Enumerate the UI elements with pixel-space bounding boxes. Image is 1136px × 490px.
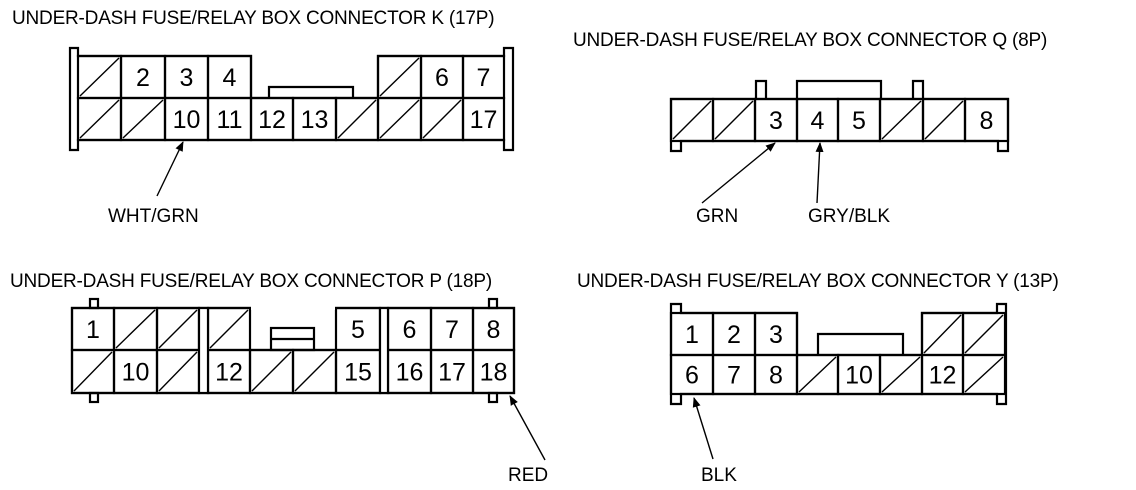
pin-number: 2 xyxy=(727,321,741,349)
wire-label-p-18: RED xyxy=(508,465,549,486)
pin-number: 11 xyxy=(217,106,243,134)
connector-p-latch xyxy=(88,297,100,310)
callout-arrow-k-10 xyxy=(156,141,184,197)
unused-cavity-slash xyxy=(798,356,837,393)
pin-number: 3 xyxy=(180,64,194,92)
unused-cavity-slash xyxy=(337,99,377,139)
pin-number: 8 xyxy=(487,316,501,344)
pin-number: 17 xyxy=(438,359,466,387)
unused-cavity-slash xyxy=(422,99,462,139)
unused-cavity-slash xyxy=(79,57,120,97)
pin-number: 7 xyxy=(445,316,459,344)
unused-cavity-slash xyxy=(158,351,198,392)
pin-number: 12 xyxy=(215,359,243,387)
unused-cavity-slash xyxy=(881,356,921,393)
pin-number: 15 xyxy=(344,359,372,387)
pin-number: 6 xyxy=(685,362,699,390)
wire-label-y-6: BLK xyxy=(701,465,737,486)
wire-label-q-4: GRY/BLK xyxy=(808,206,891,227)
pin-number: 18 xyxy=(480,359,508,387)
pin-number: 5 xyxy=(351,316,365,344)
pin-number: 2 xyxy=(136,64,150,92)
callout-arrow-p-18 xyxy=(509,395,546,461)
cavity-y xyxy=(961,353,1007,396)
connector-p-latch xyxy=(88,391,100,404)
connector-p-title: UNDER-DASH FUSE/RELAY BOX CONNECTOR P (1… xyxy=(10,271,492,292)
pin-number: 10 xyxy=(122,359,150,387)
pin-number: 4 xyxy=(223,64,237,92)
pin-number: 3 xyxy=(769,107,783,135)
connector-p-divider-left xyxy=(197,306,210,395)
connector-y-title: UNDER-DASH FUSE/RELAY BOX CONNECTOR Y (1… xyxy=(577,271,1059,292)
pin-number: 12 xyxy=(929,362,957,390)
cavity-k xyxy=(461,96,506,142)
pin-number: 5 xyxy=(852,107,866,135)
wire-label-k-10: WHT/GRN xyxy=(108,206,199,227)
connector-q-latch-left xyxy=(754,79,768,99)
unused-cavity-slash xyxy=(964,314,1004,354)
pin-number: 13 xyxy=(301,106,329,134)
unused-cavity-slash xyxy=(672,100,712,140)
unused-cavity-slash xyxy=(115,309,156,349)
connector-p-latch xyxy=(487,297,499,310)
unused-cavity-slash xyxy=(79,99,120,139)
connector-q-lock-tab xyxy=(795,79,883,99)
unused-cavity-slash xyxy=(379,99,420,139)
pin-number: 16 xyxy=(396,359,424,387)
connector-k-lock-tab xyxy=(267,85,355,98)
unused-cavity-slash xyxy=(924,100,964,140)
callout-arrow-y-6 xyxy=(692,397,714,460)
unused-cavity-slash xyxy=(923,314,962,354)
pin-number: 12 xyxy=(258,106,286,134)
connector-q-latch-right xyxy=(911,79,925,99)
pin-number: 7 xyxy=(477,64,491,92)
connector-y-lock-tab xyxy=(816,332,905,355)
pin-number: 3 xyxy=(769,321,783,349)
callout-arrow-q-3 xyxy=(701,142,776,204)
unused-cavity-slash xyxy=(379,57,420,97)
pin-number: 6 xyxy=(435,64,449,92)
connector-p-notch xyxy=(251,306,335,310)
unused-cavity-slash xyxy=(294,351,335,392)
pin-number: 4 xyxy=(811,107,825,135)
pin-number: 1 xyxy=(685,321,699,349)
pin-number: 6 xyxy=(403,316,417,344)
pin-number: 8 xyxy=(980,107,994,135)
unused-cavity-slash xyxy=(209,309,249,349)
connector-p-divider-right xyxy=(378,306,390,395)
pin-number: 10 xyxy=(173,106,201,134)
unused-cavity-slash xyxy=(964,356,1004,393)
unused-cavity-slash xyxy=(714,100,754,140)
unused-cavity-slash xyxy=(122,99,164,139)
callout-arrow-q-4 xyxy=(815,142,824,204)
connector-k-title: UNDER-DASH FUSE/RELAY BOX CONNECTOR K (1… xyxy=(12,8,495,29)
pin-number: 7 xyxy=(727,362,741,390)
connector-q-title: UNDER-DASH FUSE/RELAY BOX CONNECTOR Q (8… xyxy=(573,30,1048,51)
pin-number: 8 xyxy=(769,362,783,390)
unused-cavity-slash xyxy=(881,100,922,140)
unused-cavity-slash xyxy=(73,351,113,392)
pin-number: 17 xyxy=(470,106,498,134)
wire-label-q-3: GRN xyxy=(696,206,739,227)
pin-number: 10 xyxy=(845,362,873,390)
unused-cavity-slash xyxy=(251,351,292,392)
pin-number: 1 xyxy=(86,316,100,344)
unused-cavity-slash xyxy=(158,309,198,349)
cavity-q xyxy=(963,97,1010,143)
connector-p-latch xyxy=(487,391,499,404)
